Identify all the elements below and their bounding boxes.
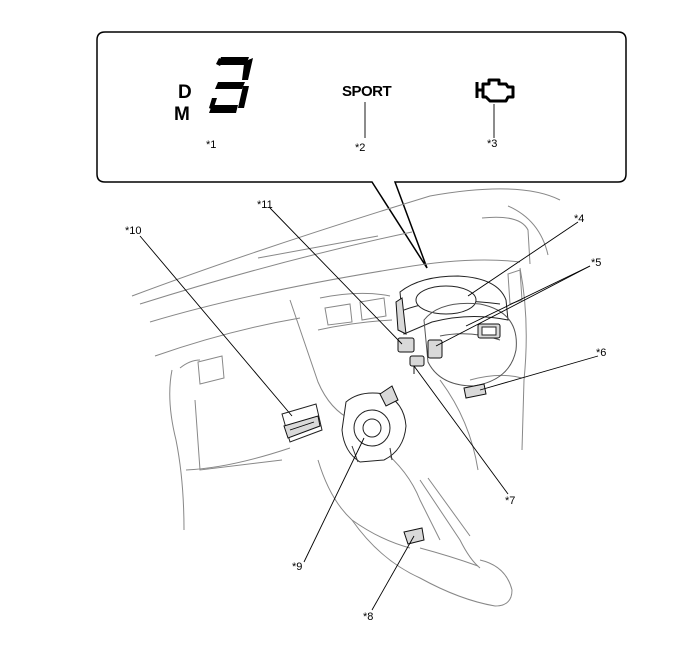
combination-meter bbox=[395, 275, 509, 335]
dlc-connector bbox=[397, 337, 415, 353]
right-side-sensor bbox=[463, 383, 487, 399]
callout-3: *3 bbox=[487, 138, 497, 150]
drive-mode-letter-d: D bbox=[178, 82, 192, 103]
callout-11: *11 bbox=[257, 199, 273, 211]
callout-5: *5 bbox=[591, 257, 601, 269]
callout-8: *8 bbox=[363, 611, 373, 623]
sport-indicator-label: SPORT bbox=[342, 83, 392, 100]
callout-2: *2 bbox=[355, 142, 365, 154]
callout-6: *6 bbox=[596, 347, 606, 359]
stop-lamp-switch bbox=[409, 355, 425, 374]
steering-pad-switch bbox=[477, 323, 501, 339]
ecm-module bbox=[281, 403, 323, 443]
indicator-callout-box bbox=[96, 31, 627, 269]
paddle-shift-switch bbox=[427, 339, 443, 359]
callout-1: *1 bbox=[206, 139, 216, 151]
dashboard-outline bbox=[131, 188, 561, 607]
callout-7: *7 bbox=[505, 495, 515, 507]
callout-10: *10 bbox=[125, 225, 142, 237]
callout-4: *4 bbox=[574, 213, 584, 225]
shift-lever-assembly bbox=[341, 385, 407, 463]
gear-digit-3-display bbox=[209, 57, 253, 113]
manual-mode-letter-m: M bbox=[174, 104, 190, 125]
callout-9: *9 bbox=[292, 561, 302, 573]
check-engine-icon bbox=[475, 78, 515, 103]
